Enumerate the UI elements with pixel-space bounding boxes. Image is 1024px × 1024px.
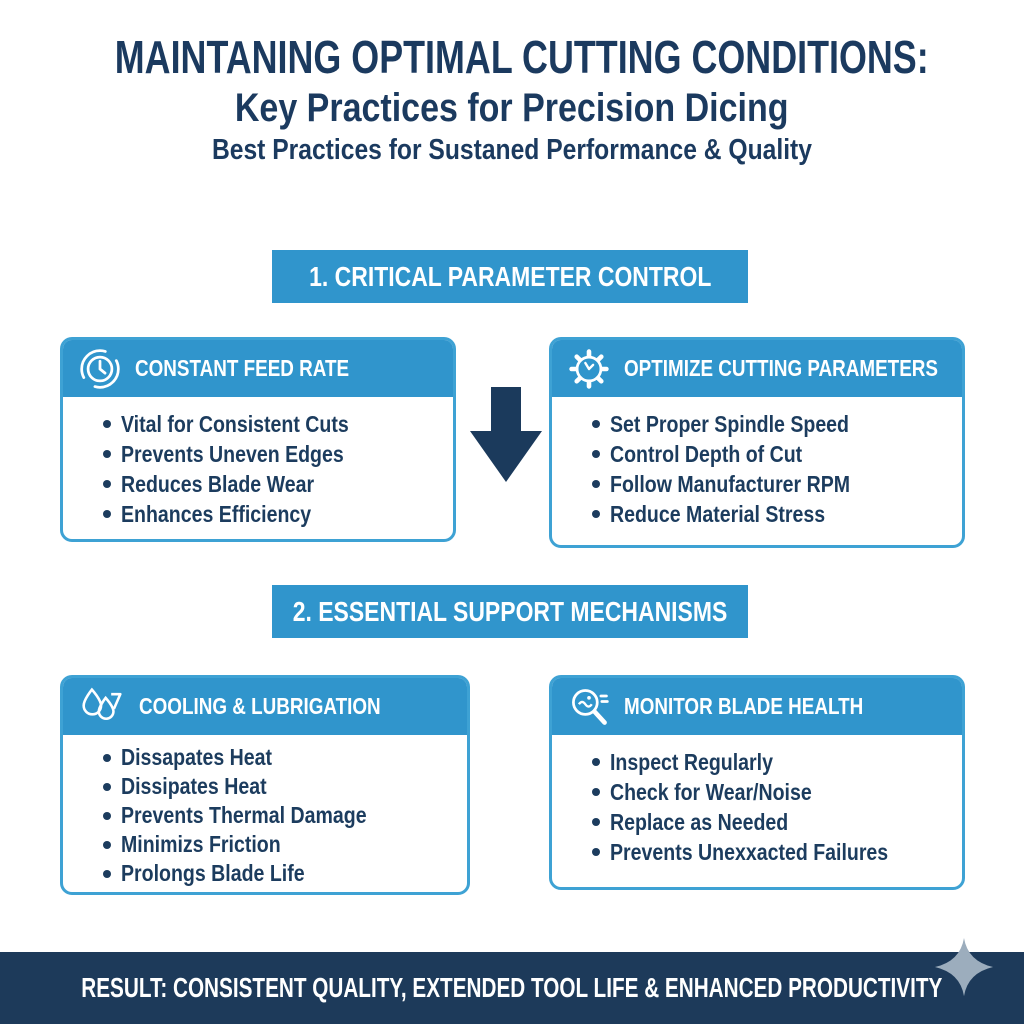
section-2-banner-text: 2. ESSENTIAL SUPPORT MECHANISMS <box>292 595 728 627</box>
list-item: Prolongs Blade Life <box>99 859 459 888</box>
list-item-text: Replace as Needed <box>610 809 789 835</box>
list-item-text: Minimizs Friction <box>121 831 281 857</box>
card-cooling-lubrication-header: COOLING & LUBRIGATION <box>63 678 467 735</box>
bullet-list: Inspect Regularly Check for Wear/Noise R… <box>552 735 962 867</box>
list-item: Check for Wear/Noise <box>588 777 954 807</box>
list-item: Control Depth of Cut <box>588 439 954 469</box>
result-bar: RESULT: CONSISTENT QUALITY, EXTENDED TOO… <box>0 952 1024 1024</box>
list-item-text: Control Depth of Cut <box>610 441 803 467</box>
list-item-text: Inspect Regularly <box>610 749 773 775</box>
card-title: CONSTANT FEED RATE <box>135 355 350 381</box>
gear-clock-icon <box>569 348 609 389</box>
list-item-text: Reduce Material Stress <box>610 501 826 527</box>
bullet-list: Vital for Consistent Cuts Prevents Uneve… <box>63 397 453 529</box>
list-item-text: Prolongs Blade Life <box>121 860 305 886</box>
coolant-drops-icon <box>82 687 122 720</box>
bullet-list: Dissapates Heat Dissipates Heat Prevents… <box>63 735 467 888</box>
card-optimize-cutting-parameters: OPTIMIZE CUTTING PARAMETERS Set Proper S… <box>549 337 965 548</box>
magnifier-inspect-icon <box>572 688 609 725</box>
list-item: Inspect Regularly <box>588 747 954 777</box>
list-item: Replace as Needed <box>588 807 954 837</box>
page-subtitle-text: Key Practices for Precision Dicing <box>235 86 789 130</box>
list-item: Enhances Efficiency <box>99 499 445 529</box>
list-item: Minimizs Friction <box>99 830 459 859</box>
list-item: Prevents Thermal Damage <box>99 801 459 830</box>
list-item-text: Prevents Unexxacted Failures <box>610 839 889 865</box>
list-item: Prevents Uneven Edges <box>99 439 445 469</box>
list-item: Dissipates Heat <box>99 772 459 801</box>
bullet-list: Set Proper Spindle Speed Control Depth o… <box>552 397 962 529</box>
card-body: Dissapates Heat Dissipates Heat Prevents… <box>63 735 467 888</box>
sparkle-icon <box>934 937 994 997</box>
card-cooling-lubrication: COOLING & LUBRIGATION Dissapates Heat Di… <box>60 675 470 895</box>
page-title-text: MAINTANING OPTIMAL CUTTING CONDITIONS: <box>114 31 929 83</box>
card-title: MONITOR BLADE HEALTH <box>624 693 864 719</box>
list-item: Vital for Consistent Cuts <box>99 409 445 439</box>
list-item-text: Reduces Blade Wear <box>121 471 315 497</box>
list-item: Set Proper Spindle Speed <box>588 409 954 439</box>
card-optimize-cutting-parameters-header: OPTIMIZE CUTTING PARAMETERS <box>552 340 962 397</box>
card-body: Set Proper Spindle Speed Control Depth o… <box>552 397 962 529</box>
down-arrow-icon <box>470 387 542 482</box>
card-constant-feed-rate: CONSTANT FEED RATE Vital for Consistent … <box>60 337 456 542</box>
list-item-text: Enhances Efficiency <box>121 501 312 527</box>
list-item: Dissapates Heat <box>99 743 459 772</box>
list-item-text: Prevents Thermal Damage <box>121 802 367 828</box>
page-tagline-text: Best Practices for Sustaned Performance … <box>211 134 813 166</box>
card-monitor-blade-health-header: MONITOR BLADE HEALTH <box>552 678 962 735</box>
card-body: Inspect Regularly Check for Wear/Noise R… <box>552 735 962 867</box>
timer-icon <box>80 348 120 389</box>
list-item: Reduces Blade Wear <box>99 469 445 499</box>
list-item: Prevents Unexxacted Failures <box>588 837 954 867</box>
list-item: Follow Manufacturer RPM <box>588 469 954 499</box>
page-subtitle: Key Practices for Precision Dicing <box>0 86 1024 131</box>
section-2-banner: 2. ESSENTIAL SUPPORT MECHANISMS <box>272 585 748 638</box>
card-monitor-blade-health: MONITOR BLADE HEALTH Inspect Regularly C… <box>549 675 965 890</box>
list-item-text: Dissipates Heat <box>121 773 267 799</box>
list-item-text: Check for Wear/Noise <box>610 779 812 805</box>
card-title: OPTIMIZE CUTTING PARAMETERS <box>624 355 938 381</box>
page-tagline: Best Practices for Sustaned Performance … <box>0 134 1024 167</box>
list-item-text: Follow Manufacturer RPM <box>610 471 851 497</box>
list-item-text: Vital for Consistent Cuts <box>121 411 349 437</box>
list-item: Reduce Material Stress <box>588 499 954 529</box>
list-item-text: Set Proper Spindle Speed <box>610 411 850 437</box>
result-bar-text: RESULT: CONSISTENT QUALITY, EXTENDED TOO… <box>81 972 943 1003</box>
card-body: Vital for Consistent Cuts Prevents Uneve… <box>63 397 453 529</box>
list-item-text: Prevents Uneven Edges <box>121 441 344 467</box>
card-title: COOLING & LUBRIGATION <box>139 693 381 719</box>
page-title: MAINTANING OPTIMAL CUTTING CONDITIONS: <box>0 30 1024 84</box>
list-item-text: Dissapates Heat <box>121 744 273 770</box>
section-1-banner: 1. CRITICAL PARAMETER CONTROL <box>272 250 748 303</box>
card-constant-feed-rate-header: CONSTANT FEED RATE <box>63 340 453 397</box>
section-1-banner-text: 1. CRITICAL PARAMETER CONTROL <box>308 260 712 292</box>
